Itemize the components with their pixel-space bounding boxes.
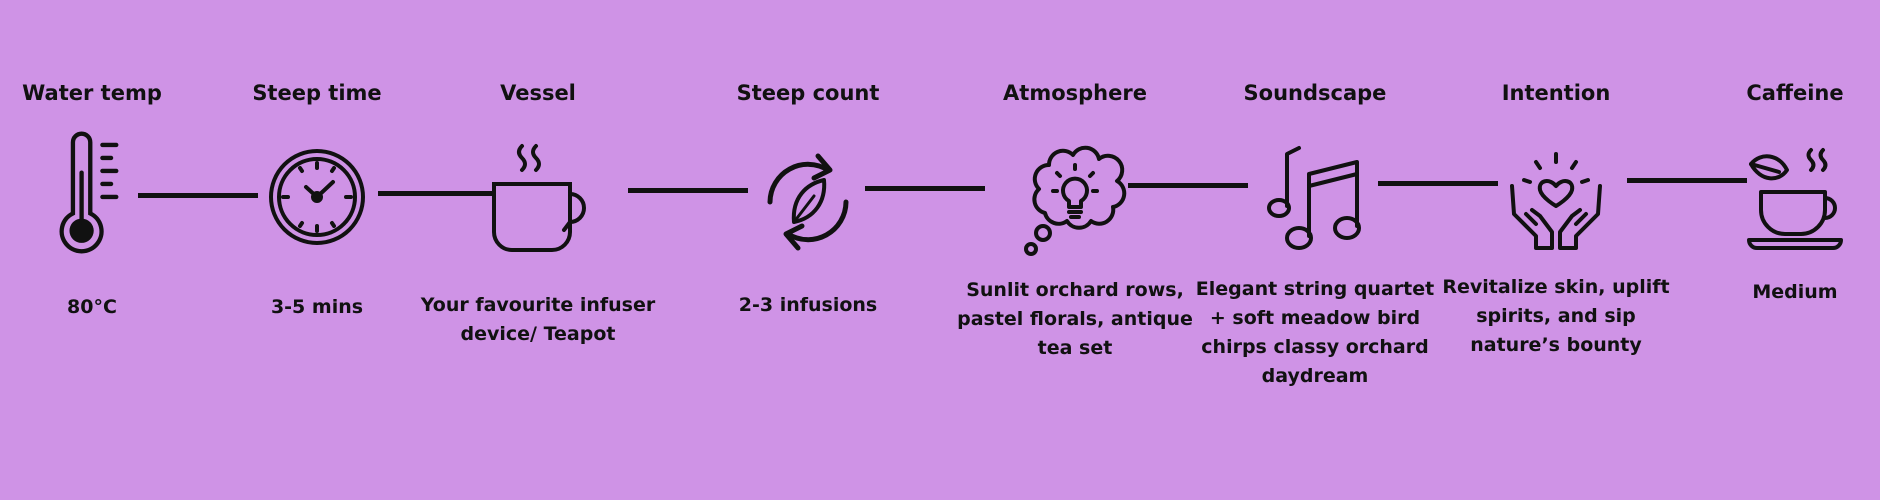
connector-line — [1128, 183, 1248, 188]
connector-line — [865, 186, 985, 191]
step-title: Intention — [1501, 81, 1611, 105]
step-title: Steep count — [736, 81, 880, 105]
connector-line — [1378, 181, 1498, 186]
step-value: 3-5 mins — [270, 296, 364, 318]
step-value: Medium — [1752, 281, 1838, 303]
connector-line — [1627, 178, 1747, 183]
step-value: Elegant string quartet + soft meadow bir… — [1195, 278, 1435, 387]
step-value: Your favourite infuser device/ Teapot — [420, 294, 656, 345]
step-value: 80°C — [67, 296, 117, 318]
step-title: Soundscape — [1243, 81, 1387, 105]
connector-line — [378, 191, 496, 196]
refresh-leaf-icon — [758, 140, 858, 270]
step-value: 2-3 infusions — [738, 294, 878, 316]
step-value: Sunlit orchard rows, pastel florals, ant… — [957, 279, 1193, 359]
step-title: Steep time — [252, 81, 382, 105]
hands-heart-icon — [1506, 140, 1606, 270]
step-title: Atmosphere — [1003, 81, 1147, 105]
thermometer-icon — [42, 125, 142, 255]
connector-line — [628, 188, 748, 193]
step-title: Caffeine — [1746, 81, 1844, 105]
connector-line — [138, 193, 258, 198]
step-title: Vessel — [500, 81, 576, 105]
step-title: Water temp — [22, 81, 162, 105]
thought-bulb-icon — [1024, 135, 1127, 265]
music-notes-icon — [1265, 140, 1365, 270]
clock-icon — [267, 135, 367, 265]
step-value: Revitalize skin, uplift spirits, and sip… — [1442, 276, 1670, 356]
teacup-icon — [488, 138, 588, 268]
tea-leaf-cup-icon — [1745, 140, 1845, 270]
